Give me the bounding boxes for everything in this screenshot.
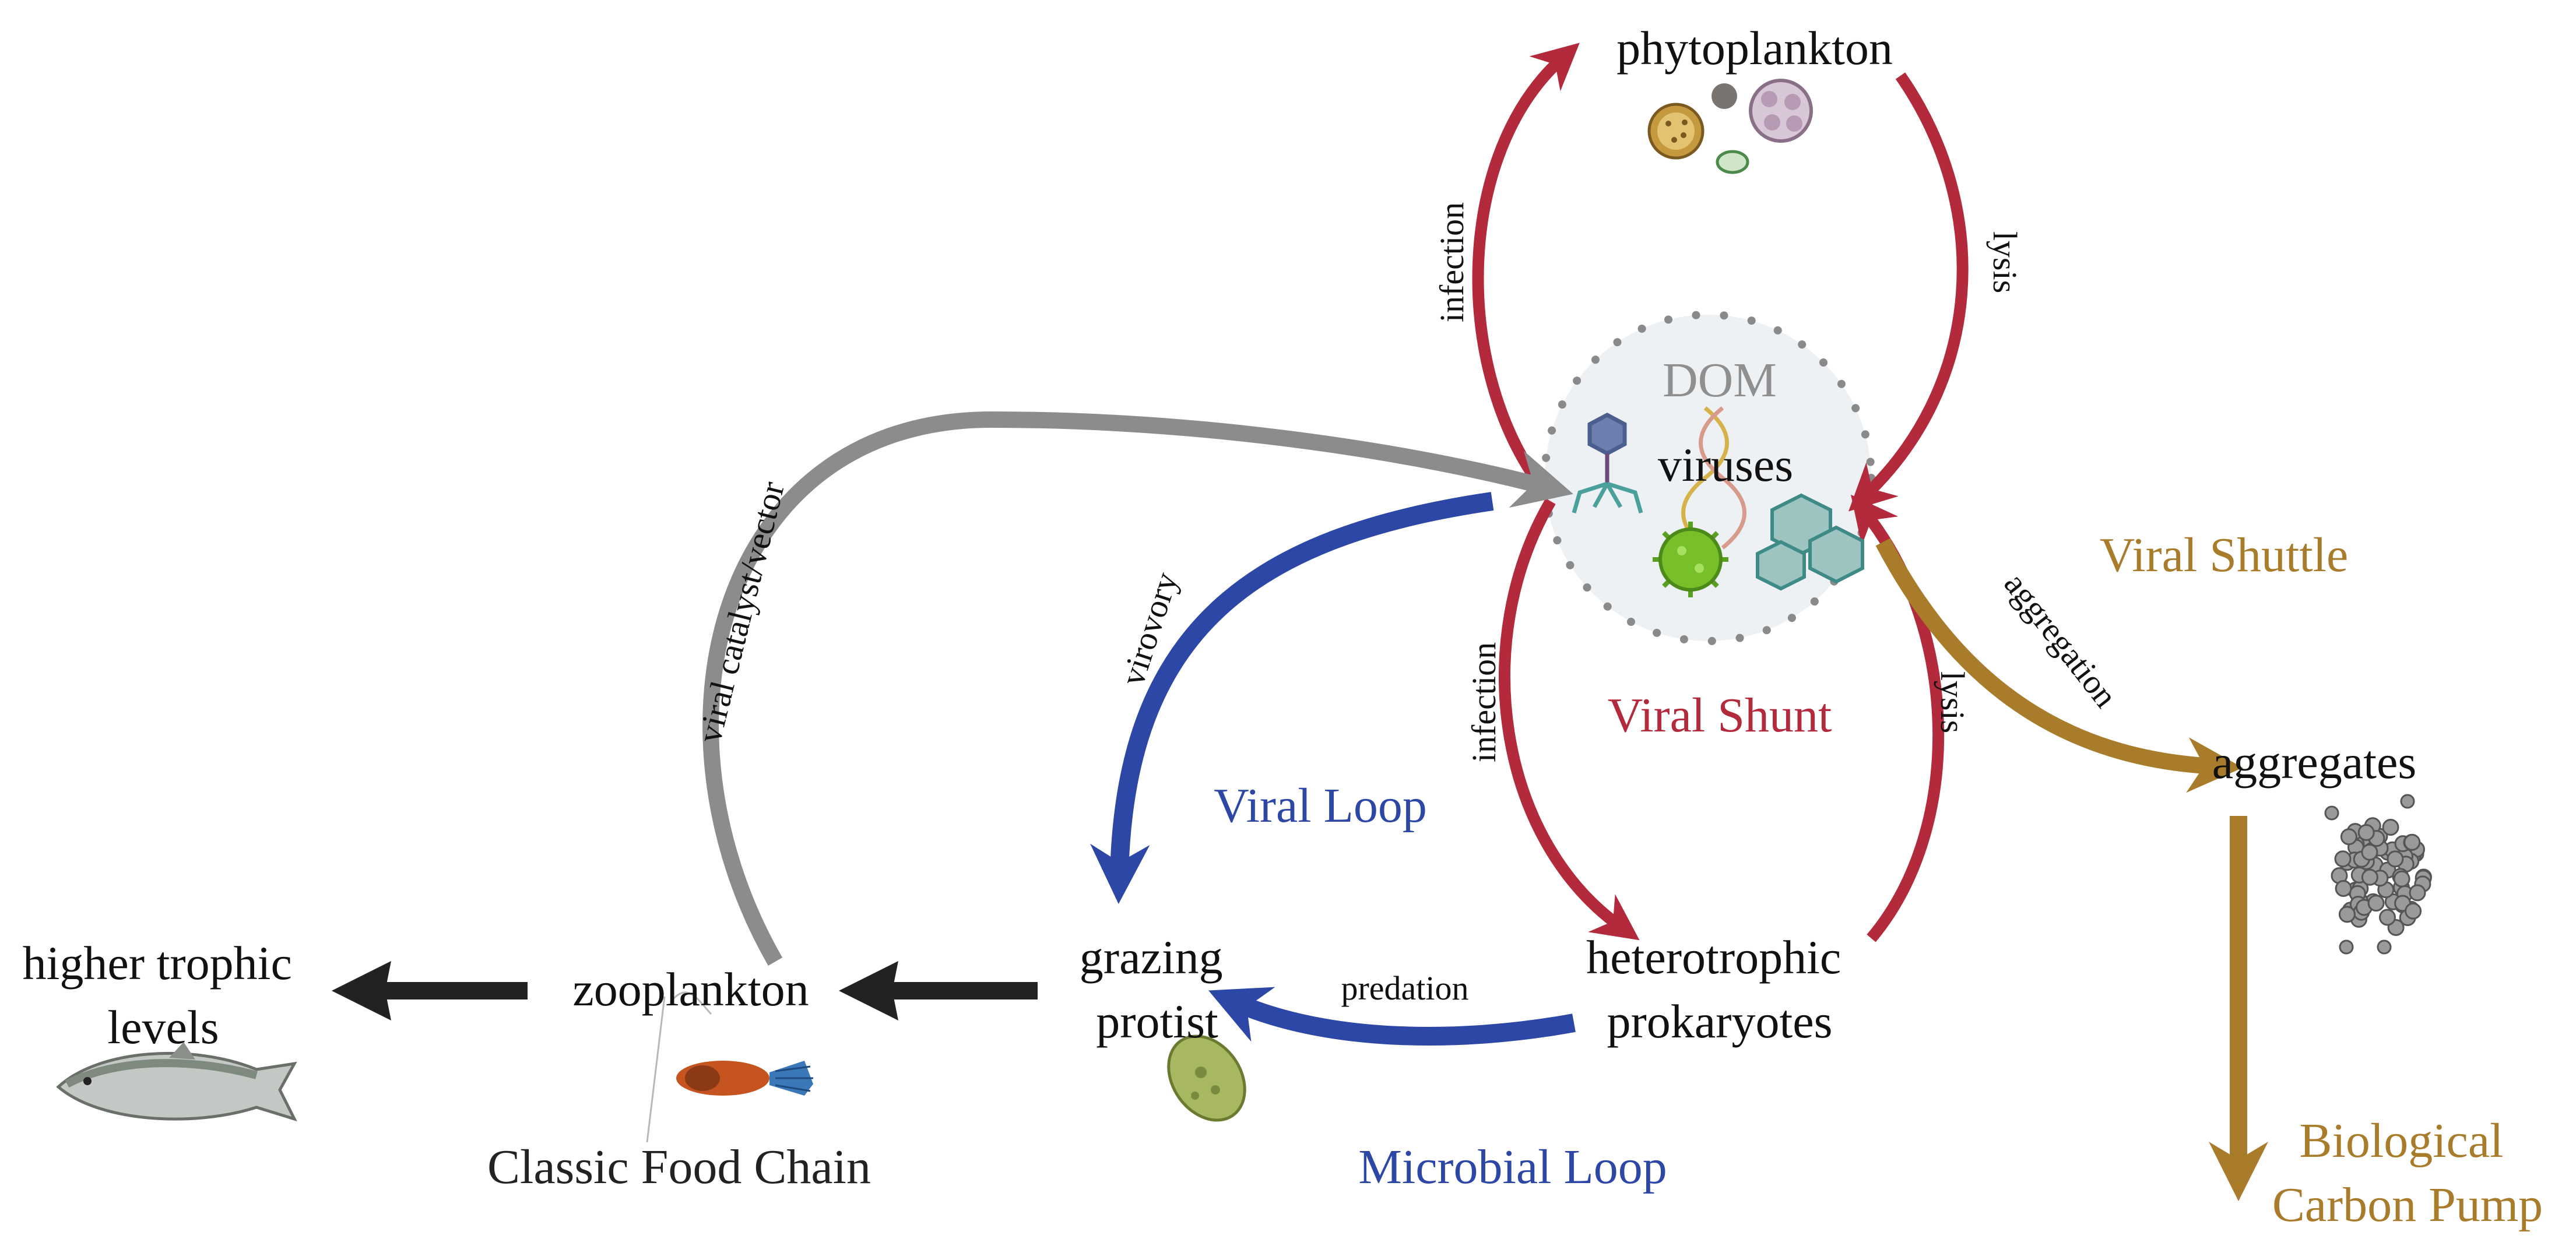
dna-icon [1681, 406, 1746, 550]
region-viral-shunt: Viral Shunt [1608, 688, 1832, 742]
infection-bottom-arrow [1499, 498, 1640, 941]
diatom-icon [1647, 103, 1705, 160]
edge-label-infection-top: infection [1433, 202, 1471, 322]
small-cell-icon [1712, 83, 1749, 174]
node-higher-trophic-line: higher trophic [23, 937, 292, 990]
particle [2367, 895, 2385, 912]
particle [2338, 906, 2356, 923]
particle [2339, 939, 2354, 955]
particle [2324, 805, 2339, 821]
particle [2403, 833, 2421, 851]
predation-arrow [1208, 987, 1576, 1046]
particle [2409, 884, 2426, 902]
particle [2340, 828, 2357, 846]
giant-virus-icon [1756, 493, 1864, 591]
coronavirus-icon [1653, 522, 1728, 597]
particle [2405, 902, 2422, 920]
particle [2357, 824, 2375, 841]
node-levels-line: levels [107, 1001, 219, 1054]
region-microbial-loop: Microbial Loop [1358, 1140, 1667, 1194]
node-viruses: viruses [1658, 438, 1793, 491]
copepod-icon [646, 991, 813, 1143]
lysis-top-arrow [1848, 72, 1969, 512]
particle [2361, 843, 2378, 861]
node-heterotrophic-prokaryotes: heterotrophic prokaryotes [1586, 931, 1853, 1048]
edge-label-lysis-bottom: lysis [1934, 671, 1971, 733]
protist-cell-icon [1167, 1034, 1246, 1122]
node-heterotrophic-line: heterotrophic [1586, 931, 1841, 984]
region-biological-line: Biological [2300, 1114, 2504, 1168]
phage-icon [1572, 413, 1643, 513]
region-labels: Viral Shunt Viral Shuttle Viral Loop Mic… [487, 528, 2543, 1232]
edge-label-infection-bottom: infection [1465, 642, 1503, 762]
particle [2334, 850, 2352, 868]
region-classic-food-chain: Classic Food Chain [487, 1140, 871, 1194]
coccolith-icon [1749, 79, 1813, 143]
node-grazing-protist-line: grazing [1080, 931, 1223, 984]
virovory-arrow [1090, 492, 1494, 904]
infection-top-arrow [1472, 43, 1580, 487]
particle [2382, 819, 2399, 836]
particle [2400, 794, 2415, 809]
particle [2335, 880, 2352, 897]
node-phytoplankton: phytoplankton [1616, 22, 1893, 75]
region-viral-loop: Viral Loop [1214, 779, 1427, 833]
region-biological-carbon-pump: Biological Carbon Pump [2272, 1114, 2543, 1232]
particle [2377, 939, 2392, 955]
viral-catalyst-arrow [702, 411, 1573, 966]
particle [2361, 868, 2378, 886]
region-carbon-pump-line: Carbon Pump [2272, 1178, 2543, 1232]
particle [2379, 909, 2396, 926]
node-grazing-protist: grazing protist [1080, 931, 1235, 1048]
node-grazing-protist-line: protist [1096, 995, 1218, 1048]
particle [2393, 870, 2410, 888]
node-zooplankton: zooplankton [572, 963, 809, 1016]
edge-label-predation: predation [1341, 969, 1468, 1007]
region-viral-shuttle: Viral Shuttle [2100, 528, 2349, 582]
node-aggregates: aggregates [2212, 735, 2417, 789]
node-higher-trophic-levels: higher trophic levels [23, 937, 304, 1054]
node-dom: DOM [1663, 353, 1777, 407]
node-prokaryotes-line: prokaryotes [1607, 995, 1832, 1048]
node-labels: phytoplankton DOM viruses aggregates gra… [23, 22, 2417, 1054]
edge-label-viral-catalyst: viral catalyst/vector [690, 478, 792, 747]
particle-cluster-icon [2324, 794, 2432, 955]
salmon-icon [56, 1042, 297, 1122]
aggregation-arrow [1875, 538, 2243, 793]
particle [2387, 850, 2404, 868]
edge-label-lysis-top: lysis [1986, 231, 2024, 293]
